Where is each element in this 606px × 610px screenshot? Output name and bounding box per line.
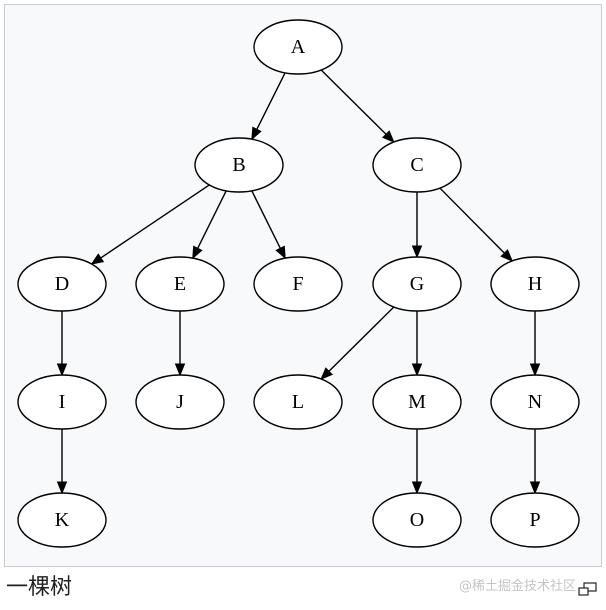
edge-line: [328, 306, 395, 372]
arrowhead: [56, 481, 68, 495]
figure-caption: 一棵树: [6, 575, 73, 600]
edge-D-I: [56, 311, 68, 377]
edge-line: [251, 190, 281, 249]
arrowhead: [529, 481, 541, 495]
node-L: L: [253, 374, 343, 430]
node-D: D: [17, 256, 107, 312]
node-label: P: [529, 509, 540, 531]
arrowhead: [174, 363, 186, 377]
edge-G-M: [411, 311, 423, 377]
watermark-text: @稀土掘金技术社区: [458, 579, 576, 594]
edge-I-K: [56, 429, 68, 495]
nodes-layer: A B C D E F G H I J L M N K O P: [17, 19, 580, 548]
edge-C-H: [439, 187, 514, 262]
node-ellipse: [253, 256, 343, 312]
node-label: B: [232, 154, 245, 176]
edge-N-P: [529, 429, 541, 495]
node-ellipse: [17, 492, 107, 548]
node-ellipse: [372, 374, 462, 430]
edges-layer: [56, 69, 541, 495]
edge-line: [320, 69, 387, 135]
node-label: K: [55, 509, 70, 531]
edge-line: [439, 187, 505, 254]
magnify-icon[interactable]: [578, 582, 598, 596]
node-label: E: [174, 273, 186, 295]
arrowhead: [529, 363, 541, 377]
node-label: F: [292, 273, 303, 295]
tree-diagram: A B C D E F G H I J L M N K O P: [17, 19, 580, 548]
node-ellipse: [490, 492, 580, 548]
node-ellipse: [135, 374, 225, 430]
arrowhead: [56, 363, 68, 377]
edge-B-E: [192, 190, 227, 260]
arrowhead: [381, 130, 395, 143]
arrowhead: [192, 245, 203, 260]
arrowhead: [251, 126, 262, 141]
node-P: P: [490, 492, 580, 548]
node-ellipse: [490, 256, 580, 312]
node-H: H: [490, 256, 580, 312]
node-ellipse: [490, 374, 580, 430]
arrowhead: [320, 367, 334, 380]
node-label: N: [528, 391, 542, 413]
node-O: O: [372, 492, 462, 548]
node-M: M: [372, 374, 462, 430]
arrowhead: [275, 245, 286, 260]
node-K: K: [17, 492, 107, 548]
arrowhead: [90, 253, 105, 265]
node-A: A: [253, 19, 343, 75]
node-ellipse: [372, 256, 462, 312]
node-ellipse: [372, 492, 462, 548]
node-ellipse: [17, 256, 107, 312]
node-I: I: [17, 374, 107, 430]
node-label: G: [410, 273, 424, 295]
node-label: M: [408, 391, 426, 413]
edge-B-F: [251, 190, 286, 260]
node-label: O: [410, 509, 424, 531]
node-label: J: [176, 391, 184, 413]
node-J: J: [135, 374, 225, 430]
edge-line: [197, 190, 227, 249]
edge-E-J: [174, 311, 186, 377]
node-label: C: [410, 154, 423, 176]
edge-B-D: [90, 184, 210, 265]
arrowhead: [411, 245, 423, 259]
node-G: G: [372, 256, 462, 312]
node-E: E: [135, 256, 225, 312]
node-label: I: [59, 391, 66, 413]
edge-A-B: [251, 72, 286, 141]
arrowhead: [500, 249, 514, 262]
node-ellipse: [372, 137, 462, 193]
node-ellipse: [253, 374, 343, 430]
edge-H-N: [529, 311, 541, 377]
node-ellipse: [17, 374, 107, 430]
node-C: C: [372, 137, 462, 193]
node-label: D: [55, 273, 69, 295]
arrowhead: [411, 481, 423, 495]
edge-C-G: [411, 192, 423, 259]
node-label: A: [291, 36, 306, 58]
node-label: H: [528, 273, 542, 295]
edge-M-O: [411, 429, 423, 495]
node-ellipse: [194, 137, 284, 193]
edge-A-C: [320, 69, 395, 143]
node-N: N: [490, 374, 580, 430]
node-ellipse: [135, 256, 225, 312]
edge-G-L: [320, 306, 395, 380]
edge-line: [256, 72, 286, 130]
node-F: F: [253, 256, 343, 312]
arrowhead: [411, 363, 423, 377]
node-ellipse: [253, 19, 343, 75]
edge-line: [100, 184, 210, 259]
node-label: L: [292, 391, 304, 413]
node-B: B: [194, 137, 284, 193]
